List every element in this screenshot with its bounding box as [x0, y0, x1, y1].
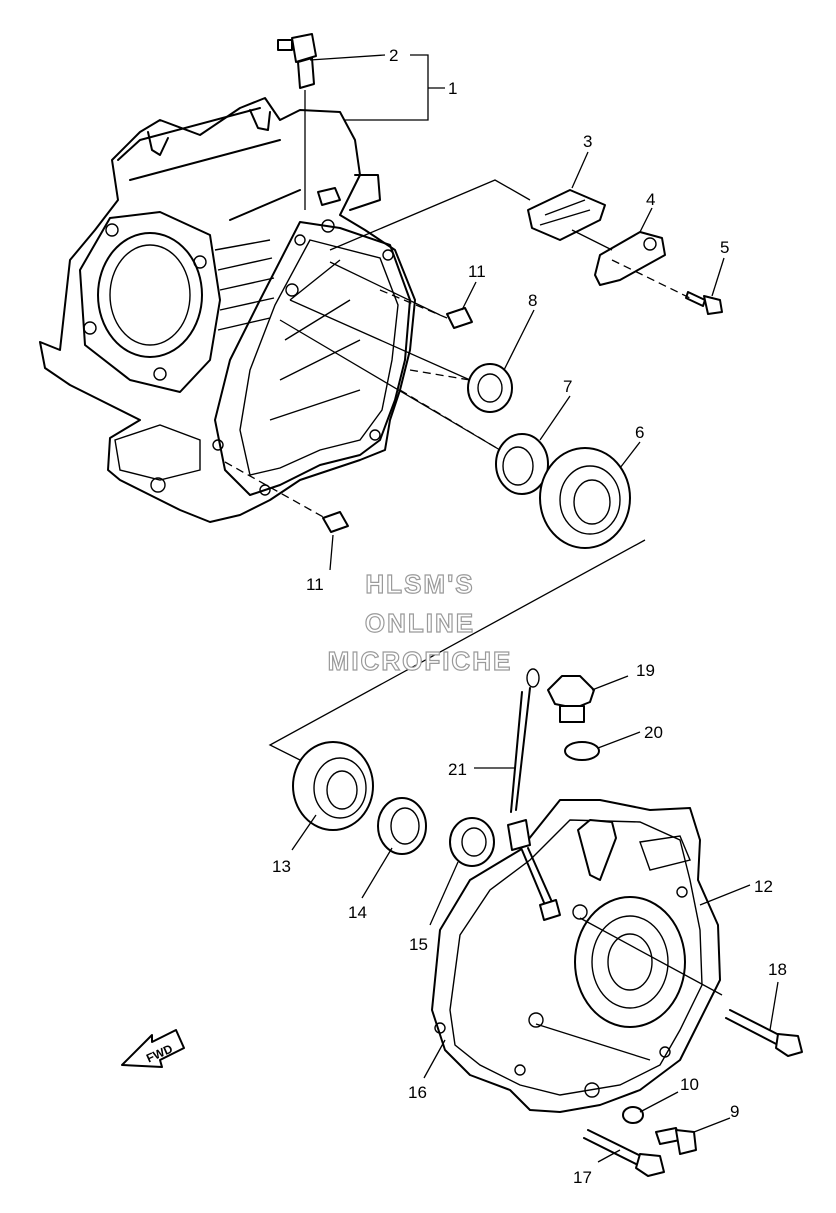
callout-13: 13	[272, 857, 291, 876]
callout-4: 4	[646, 190, 655, 209]
part-17-bolt	[583, 1129, 665, 1177]
watermark-line-1: HLSM'S	[365, 569, 474, 599]
callout-leaders	[291, 54, 779, 1163]
callout-8: 8	[528, 291, 537, 310]
callout-5: 5	[720, 238, 729, 257]
part-21-dipstick	[507, 668, 561, 921]
part-3-plate	[527, 189, 606, 241]
callout-12: 12	[754, 877, 773, 896]
callout-1: 1	[448, 79, 457, 98]
part-8-bearing	[467, 363, 513, 413]
part-4-cover	[594, 231, 666, 286]
watermark-line-2: ONLINE	[365, 608, 475, 638]
watermark-line-3: MICROFICHE	[328, 646, 513, 676]
callout-17: 17	[573, 1168, 592, 1187]
callout-3: 3	[583, 132, 592, 151]
callout-11-top: 11	[468, 262, 486, 281]
part-13-bearing	[292, 741, 374, 831]
part-15-bearing	[449, 817, 495, 867]
part-2-bolt	[277, 33, 317, 210]
callout-15: 15	[409, 935, 428, 954]
part-19-oil-plug	[547, 675, 595, 723]
part-11-dowel-bottom	[322, 511, 349, 533]
right-crankcase-cover	[431, 799, 721, 1113]
callout-11-bottom: 11	[306, 575, 324, 594]
callout-9: 9	[730, 1102, 739, 1121]
part-5-bolt	[685, 291, 723, 315]
callout-2: 2	[389, 46, 398, 65]
callout-numbers: 1 2 3 4 5 6 7 8 9 10 11 11 12 13 14 15 1…	[272, 46, 787, 1187]
part-6-bearing	[539, 447, 631, 549]
part-10-washer	[622, 1106, 644, 1124]
part-9-bolt	[655, 1127, 697, 1155]
fwd-arrow-icon: FWD	[121, 1029, 185, 1068]
callout-7: 7	[563, 377, 572, 396]
callout-6: 6	[635, 423, 644, 442]
callout-14: 14	[348, 903, 367, 922]
callout-19: 19	[636, 661, 655, 680]
callout-20: 20	[644, 723, 663, 742]
callout-21: 21	[448, 760, 467, 779]
part-20-o-ring	[564, 741, 600, 761]
callout-18: 18	[768, 960, 787, 979]
assembly-lines	[224, 179, 723, 1061]
callout-10: 10	[680, 1075, 699, 1094]
left-crankcase	[39, 97, 416, 523]
callout-16: 16	[408, 1083, 427, 1102]
part-18-bolt	[725, 1009, 803, 1057]
part-11-dowel-top	[446, 307, 473, 329]
part-7-oil-seal	[495, 433, 549, 495]
part-14-oil-seal	[377, 797, 427, 855]
